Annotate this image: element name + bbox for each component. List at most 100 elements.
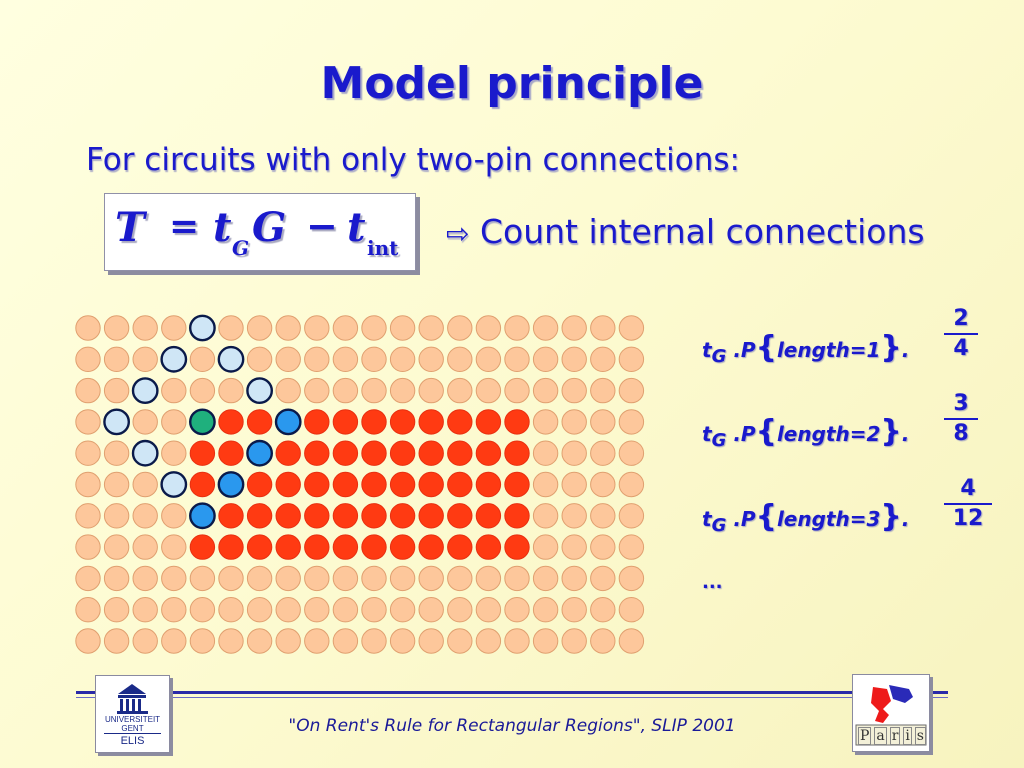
grid-pin-default [332, 377, 359, 404]
fraction-denominator: 4 [953, 336, 969, 361]
grid-pin-red [504, 409, 530, 435]
grid-pin-default [561, 471, 587, 498]
grid-pin-default [75, 597, 101, 623]
grid-pin-default [590, 534, 616, 560]
grid-pin-default [561, 503, 587, 529]
formula-row: tG .P{length=3}. [702, 499, 909, 536]
grid-pin-red [246, 409, 273, 435]
grid-pin-default [590, 440, 616, 466]
grid-pin-default [504, 346, 530, 372]
grid-pin-red [246, 471, 273, 498]
grid-pin-default [618, 534, 645, 560]
grid-pin-blue [188, 502, 216, 530]
grid-pin-red [447, 534, 473, 560]
grid-pin-default [389, 628, 416, 654]
building-icon [104, 684, 161, 734]
grid-pin-default [75, 315, 101, 341]
grid-pin-default [561, 409, 587, 435]
grid-pin-default [132, 597, 158, 623]
grid-pin-red [418, 409, 444, 435]
grid-pin-green [188, 408, 216, 436]
grid-pin-red [361, 503, 387, 529]
grid-pin-default [590, 377, 616, 404]
paris-letter: a [874, 727, 887, 745]
grid-pin-default [161, 565, 187, 592]
grid-pin-default [590, 597, 616, 623]
grid-pin-red [361, 534, 387, 560]
fraction-denominator: 8 [953, 421, 969, 446]
footer-rule-thin [76, 697, 948, 698]
grid-pin-default [161, 628, 187, 654]
grid-pin-default [361, 377, 387, 404]
formula-expr: length=2 [776, 422, 881, 446]
grid-pin-default [332, 565, 359, 592]
paris-emblem-icon [855, 685, 927, 746]
grid-pin-default [618, 440, 645, 466]
grid-pin-default [103, 346, 130, 372]
paris-letter: P [858, 727, 872, 745]
grid-pin-default [561, 346, 587, 372]
fraction: 3 8 [944, 390, 978, 448]
grid-pin-default [132, 315, 158, 341]
formula-sub: G [711, 346, 727, 367]
formula-row: tG .P{length=2}. [702, 414, 909, 451]
grid-pin-red [361, 409, 387, 435]
footer-citation: "On Rent's Rule for Rectangular Regions"… [288, 716, 736, 736]
grid-pin-default [361, 315, 387, 341]
grid-pin-default [132, 346, 158, 372]
equation-T: T [115, 204, 145, 251]
equation-int-subscript: int [367, 236, 399, 260]
grid-pin-red [389, 503, 416, 529]
grid-pin-red [447, 471, 473, 498]
count-internal-connections: ⇨ Count internal connections [446, 212, 925, 251]
grid-pin-default [218, 377, 244, 404]
grid-pin-default [618, 377, 645, 404]
grid-pin-red [246, 503, 273, 529]
grid-pin-default [418, 565, 444, 592]
grid-pin-default [189, 377, 216, 404]
equation-t-int: t [347, 204, 366, 251]
grid-pin-default [161, 377, 187, 404]
grid-pin-default [504, 377, 530, 404]
grid-pin-default [418, 597, 444, 623]
grid-pin-default [532, 503, 559, 529]
grid-pin-default [75, 409, 101, 435]
slide-title: Model principle [320, 58, 704, 109]
grid-pin-default [132, 471, 158, 498]
grid-pin-default [447, 597, 473, 623]
grid-pin-default [590, 628, 616, 654]
formula-expr: length=3 [776, 507, 881, 531]
grid-pin-red [189, 534, 216, 560]
grid-pin-blue [274, 408, 302, 436]
fraction-denominator: 12 [952, 506, 984, 531]
grid-pin-red [275, 440, 301, 466]
equation-G-subscript: G [232, 236, 250, 260]
formula-sub: G [711, 515, 727, 536]
equation-equals: = [169, 206, 200, 247]
grid-pin-default [75, 471, 101, 498]
grid-pin-red [246, 534, 273, 560]
grid-pin-red [304, 503, 330, 529]
grid-pin-default [361, 628, 387, 654]
grid-pin-default [132, 409, 158, 435]
grid-pin-default [532, 534, 559, 560]
grid-pin-default [618, 409, 645, 435]
grid-pin-red [332, 534, 359, 560]
grid-pin-default [132, 534, 158, 560]
arrow-label: Count internal connections [479, 212, 925, 251]
grid-pin-default [161, 503, 187, 529]
grid-pin-default [246, 597, 273, 623]
grid-pin-default [618, 471, 645, 498]
grid-pin-red [418, 440, 444, 466]
grid-pin-default [361, 565, 387, 592]
grid-pin-pale [103, 408, 131, 436]
grid-pin-default [361, 597, 387, 623]
equation-box: T = t G G − t int [104, 193, 416, 271]
grid-pin-default [75, 628, 101, 654]
grid-pin-pale [217, 345, 245, 373]
grid-pin-default [75, 565, 101, 592]
grid-pin-default [475, 315, 502, 341]
grid-pin-default [418, 628, 444, 654]
grid-pin-red [218, 534, 244, 560]
grid-pin-default [475, 377, 502, 404]
